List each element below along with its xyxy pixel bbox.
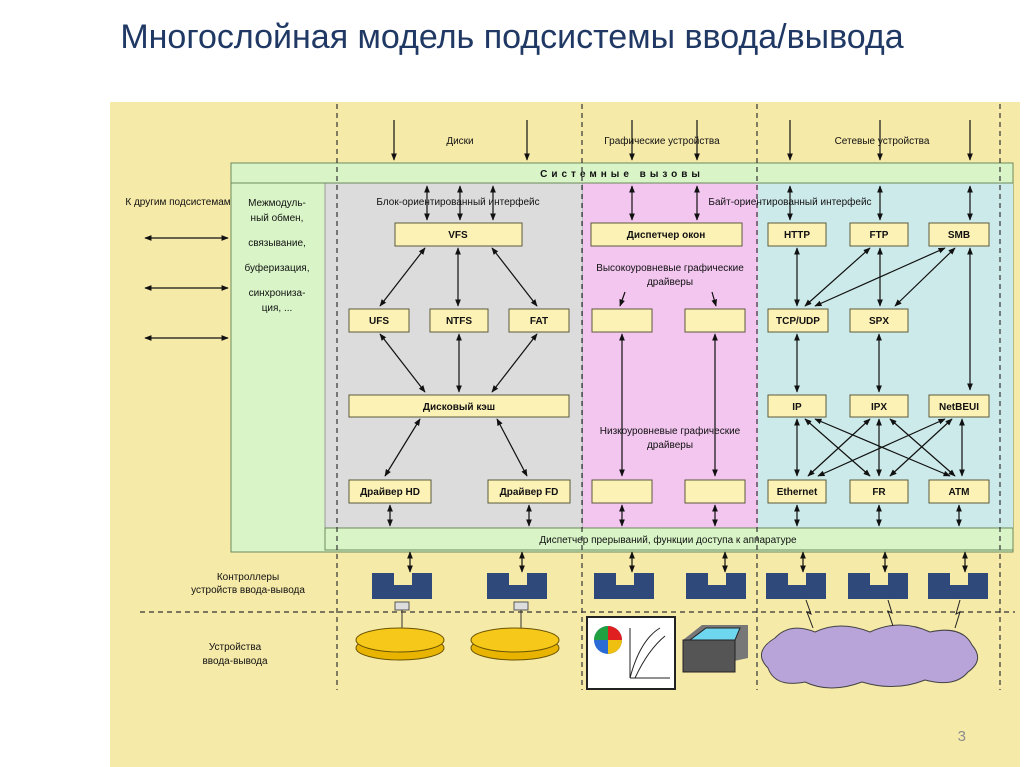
- vfs-box: [394, 222, 523, 247]
- interrupt-dispatcher-label: Диспетчер прерываний, функции доступа к …: [539, 534, 797, 546]
- driver-hd-box: [348, 479, 432, 504]
- high-level-graphics-label: Высокоуровневые графические: [596, 262, 744, 274]
- system-calls-label: Системные вызовы: [540, 169, 704, 180]
- svg-text:драйверы: драйверы: [647, 440, 693, 451]
- low-graphics-driver-box-2: [684, 479, 746, 504]
- fr-box: [849, 479, 909, 504]
- svg-text:NetBEUI: NetBEUI: [939, 402, 979, 413]
- network-cloud: [760, 599, 979, 689]
- svg-text:ввода-вывода: ввода-вывода: [202, 656, 267, 667]
- svg-text:ATM: ATM: [949, 487, 970, 498]
- svg-text:буферизация,: буферизация,: [245, 262, 310, 274]
- slide-number: 3: [957, 728, 966, 745]
- slide-title: Многослойная модель подсистемы ввода/выв…: [120, 18, 904, 56]
- svg-text:устройств ввода-вывода: устройств ввода-вывода: [191, 585, 305, 596]
- svg-text:ция, ...: ция, ...: [262, 303, 293, 314]
- top-label-network: Сетевые устройства: [835, 136, 930, 147]
- ftp-box: [849, 222, 909, 247]
- svg-text:драйверы: драйверы: [647, 277, 693, 288]
- driver-fd-box: [487, 479, 571, 504]
- fat-box: [508, 308, 570, 333]
- devices-label: Устройства: [209, 642, 262, 653]
- svg-text:Межмодуль-: Межмодуль-: [248, 198, 306, 209]
- tcp-udp-box: [767, 308, 829, 333]
- controller-chips: [372, 573, 988, 599]
- interrupt-bar: [324, 527, 1014, 551]
- controllers-label: Контроллеры: [217, 572, 279, 583]
- atm-box: [928, 479, 990, 504]
- svg-text:Диспетчер окон: Диспетчер окон: [627, 230, 706, 241]
- svg-text:IPX: IPX: [871, 402, 887, 413]
- high-graphics-driver-box-2: [684, 308, 746, 333]
- svg-text:SPX: SPX: [869, 316, 889, 327]
- disk-device-2: [470, 601, 560, 661]
- disk-device-1: [355, 601, 445, 661]
- ufs-box: [348, 308, 410, 333]
- smb-box: [928, 222, 990, 247]
- window-manager-box: [590, 222, 743, 247]
- svg-text:FTP: FTP: [870, 230, 889, 241]
- low-graphics-driver-box-1: [591, 479, 653, 504]
- ethernet-box: [767, 479, 827, 504]
- ip-box: [767, 394, 827, 418]
- top-label-disks: Диски: [446, 136, 473, 147]
- svg-text:ный обмен,: ный обмен,: [251, 212, 304, 224]
- svg-text:VFS: VFS: [448, 230, 468, 241]
- ntfs-box: [429, 308, 489, 333]
- high-graphics-driver-box-1: [591, 308, 653, 333]
- other-subsystems-label: К другим подсистемам: [125, 197, 230, 208]
- netbeui-box: [928, 394, 990, 418]
- svg-text:HTTP: HTTP: [784, 230, 810, 241]
- svg-text:IP: IP: [792, 402, 802, 413]
- svg-text:связывание,: связывание,: [248, 238, 306, 249]
- svg-text:UFS: UFS: [369, 316, 389, 327]
- svg-text:SMB: SMB: [948, 230, 970, 241]
- inter-module-text: Межмодуль- ный обмен, связывание, буфери…: [245, 198, 310, 314]
- display-device: [586, 616, 676, 690]
- svg-text:Драйвер HD: Драйвер HD: [360, 487, 420, 498]
- terminal-device: [682, 625, 748, 673]
- svg-text:Ethernet: Ethernet: [777, 487, 818, 498]
- svg-text:FR: FR: [872, 487, 886, 498]
- top-label-graphics: Графические устройства: [604, 135, 720, 147]
- svg-text:Драйвер FD: Драйвер FD: [500, 487, 559, 498]
- svg-text:TCP/UDP: TCP/UDP: [776, 316, 820, 327]
- svg-text:NTFS: NTFS: [446, 316, 472, 327]
- ipx-box: [849, 394, 909, 418]
- system-calls-bar: [230, 162, 1014, 184]
- block-interface-label: Блок-ориентированный интерфейс: [376, 196, 539, 208]
- svg-text:Дисковый кэш: Дисковый кэш: [423, 402, 495, 413]
- svg-text:FAT: FAT: [530, 316, 548, 327]
- svg-text:синхрониза-: синхрониза-: [249, 288, 306, 299]
- http-box: [767, 222, 827, 247]
- disk-cache-box: [348, 394, 570, 418]
- spx-box: [849, 308, 909, 333]
- low-level-graphics-label: Низкоуровневые графические: [600, 425, 741, 437]
